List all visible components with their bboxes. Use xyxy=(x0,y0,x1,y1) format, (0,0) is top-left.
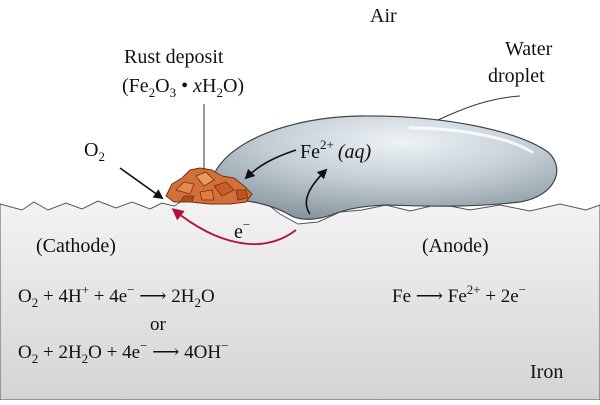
fe-ion-label: Fe2+(aq) xyxy=(300,137,372,163)
cathode-equation-1: O2 + 4H+ + 4e− ⟶ 2H2O xyxy=(18,282,215,310)
or-label: or xyxy=(150,314,167,335)
anode-equation: Fe ⟶ Fe2+ + 2e− xyxy=(392,282,526,307)
anode-to-ion-arrow xyxy=(305,168,328,215)
droplet-highlight xyxy=(408,126,534,154)
iron-label: Iron xyxy=(530,361,563,383)
air-label: Air xyxy=(370,5,397,27)
o2-arrow xyxy=(119,167,164,200)
water-droplet-label-line1: Water xyxy=(505,38,553,60)
rust-deposit-label: Rust deposit xyxy=(124,46,224,68)
iron-block xyxy=(0,195,600,401)
water-droplet xyxy=(210,115,558,220)
water-leader-line xyxy=(437,95,521,121)
cathode-equation-2: O2 + 2H2O + 4e− ⟶ 4OH− xyxy=(18,338,228,366)
fe-ion-to-rust-arrow xyxy=(244,149,297,180)
rust-formula: (Fe2O3 • xH2O) xyxy=(122,75,244,100)
oxygen-label: O2 xyxy=(84,139,105,164)
rust-deposit xyxy=(165,167,253,205)
cathode-label: (Cathode) xyxy=(36,235,116,257)
electron-label: e− xyxy=(234,217,250,243)
water-droplet-label-line2: droplet xyxy=(488,65,545,87)
anode-label: (Anode) xyxy=(422,235,489,257)
electron-flow-arrow xyxy=(171,208,297,245)
